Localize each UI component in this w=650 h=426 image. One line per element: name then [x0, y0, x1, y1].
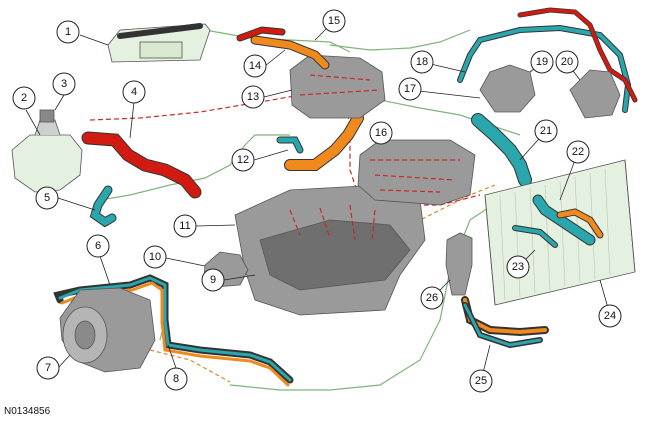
callout-26-label: 26 [426, 292, 438, 304]
callout-13-label: 13 [247, 91, 259, 103]
callout-25-label: 25 [475, 375, 487, 387]
callout-23: 23 [506, 255, 530, 279]
callout-17-label: 17 [404, 83, 416, 95]
callout-26: 26 [420, 286, 444, 310]
callout-3: 3 [52, 72, 76, 96]
callout-9-label: 9 [210, 274, 216, 286]
callout-17: 17 [398, 77, 422, 101]
callout-4-label: 4 [131, 86, 137, 98]
callout-15: 15 [322, 9, 346, 33]
heater-hoses [236, 26, 330, 70]
callout-24-label: 24 [604, 310, 616, 322]
flow-path-radiator-inlet [379, 99, 521, 136]
callout-12: 12 [231, 148, 255, 172]
transmission [59, 287, 156, 373]
lower-radiator-tubes [461, 296, 549, 349]
callout-16-label: 16 [375, 127, 387, 139]
callout-8: 8 [164, 367, 188, 391]
callout-7-label: 7 [45, 362, 51, 374]
degas-bottle-hose [89, 185, 117, 228]
callout-8-label: 8 [173, 373, 179, 385]
thermostat-housing [289, 54, 386, 119]
upper-radiator-hose [81, 131, 202, 199]
callout-1: 1 [56, 20, 80, 44]
heater-core [107, 23, 211, 63]
callout-15-label: 15 [328, 15, 340, 27]
callout-5-label: 5 [44, 192, 50, 204]
callout-11: 11 [173, 214, 197, 238]
callout-23-label: 23 [512, 261, 524, 273]
auxiliary-pump [479, 64, 536, 113]
callout-24: 24 [598, 304, 622, 328]
callout-14-label: 14 [249, 60, 261, 72]
heater-control-valve [569, 69, 621, 119]
cylinder-head [357, 139, 476, 206]
callout-7: 7 [36, 356, 60, 380]
bypass-hose [276, 112, 364, 171]
lower-radiator-hose [471, 113, 532, 187]
callout-25: 25 [469, 369, 493, 393]
leader-lines [25, 20, 611, 382]
callout-1-label: 1 [65, 26, 71, 38]
callout-2-label: 2 [21, 92, 27, 104]
callout-3-label: 3 [61, 78, 67, 90]
flow-path-upper [329, 29, 471, 51]
upper-hoses [457, 7, 638, 113]
callout-18: 18 [410, 50, 434, 74]
degas-bottle [11, 109, 83, 193]
callout-6-label: 6 [95, 240, 101, 252]
callout-12-label: 12 [237, 154, 249, 166]
figure-id: N0134856 [4, 406, 51, 417]
callout-22-label: 22 [572, 146, 584, 158]
radiator [484, 159, 636, 306]
callout-10: 10 [143, 245, 167, 269]
callout-21: 21 [534, 119, 558, 143]
callout-2: 2 [12, 86, 36, 110]
callout-5: 5 [35, 186, 59, 210]
callout-18-label: 18 [416, 56, 428, 68]
engine-block [234, 184, 426, 316]
callout-6: 6 [86, 234, 110, 258]
callout-11-label: 11 [179, 220, 190, 232]
flow-path-bypass [99, 134, 290, 201]
callout-22: 22 [566, 140, 590, 164]
callout-4: 4 [122, 80, 146, 104]
radiator-hoses [512, 194, 604, 248]
callout-19-label: 19 [536, 56, 548, 68]
callout-13: 13 [241, 85, 265, 109]
callout-19: 19 [530, 50, 554, 74]
callout-21-label: 21 [540, 125, 552, 137]
callout-20: 20 [555, 50, 579, 74]
callouts: 1 2 3 4 5 6 7 8 9 10 11 12 13 14 15 16 1… [12, 9, 622, 393]
coolant-fill-valve [445, 232, 473, 296]
callout-10-label: 10 [149, 251, 161, 263]
callout-16: 16 [369, 121, 393, 145]
callout-9: 9 [201, 268, 225, 292]
callout-14: 14 [243, 54, 267, 78]
callout-20-label: 20 [561, 56, 573, 68]
